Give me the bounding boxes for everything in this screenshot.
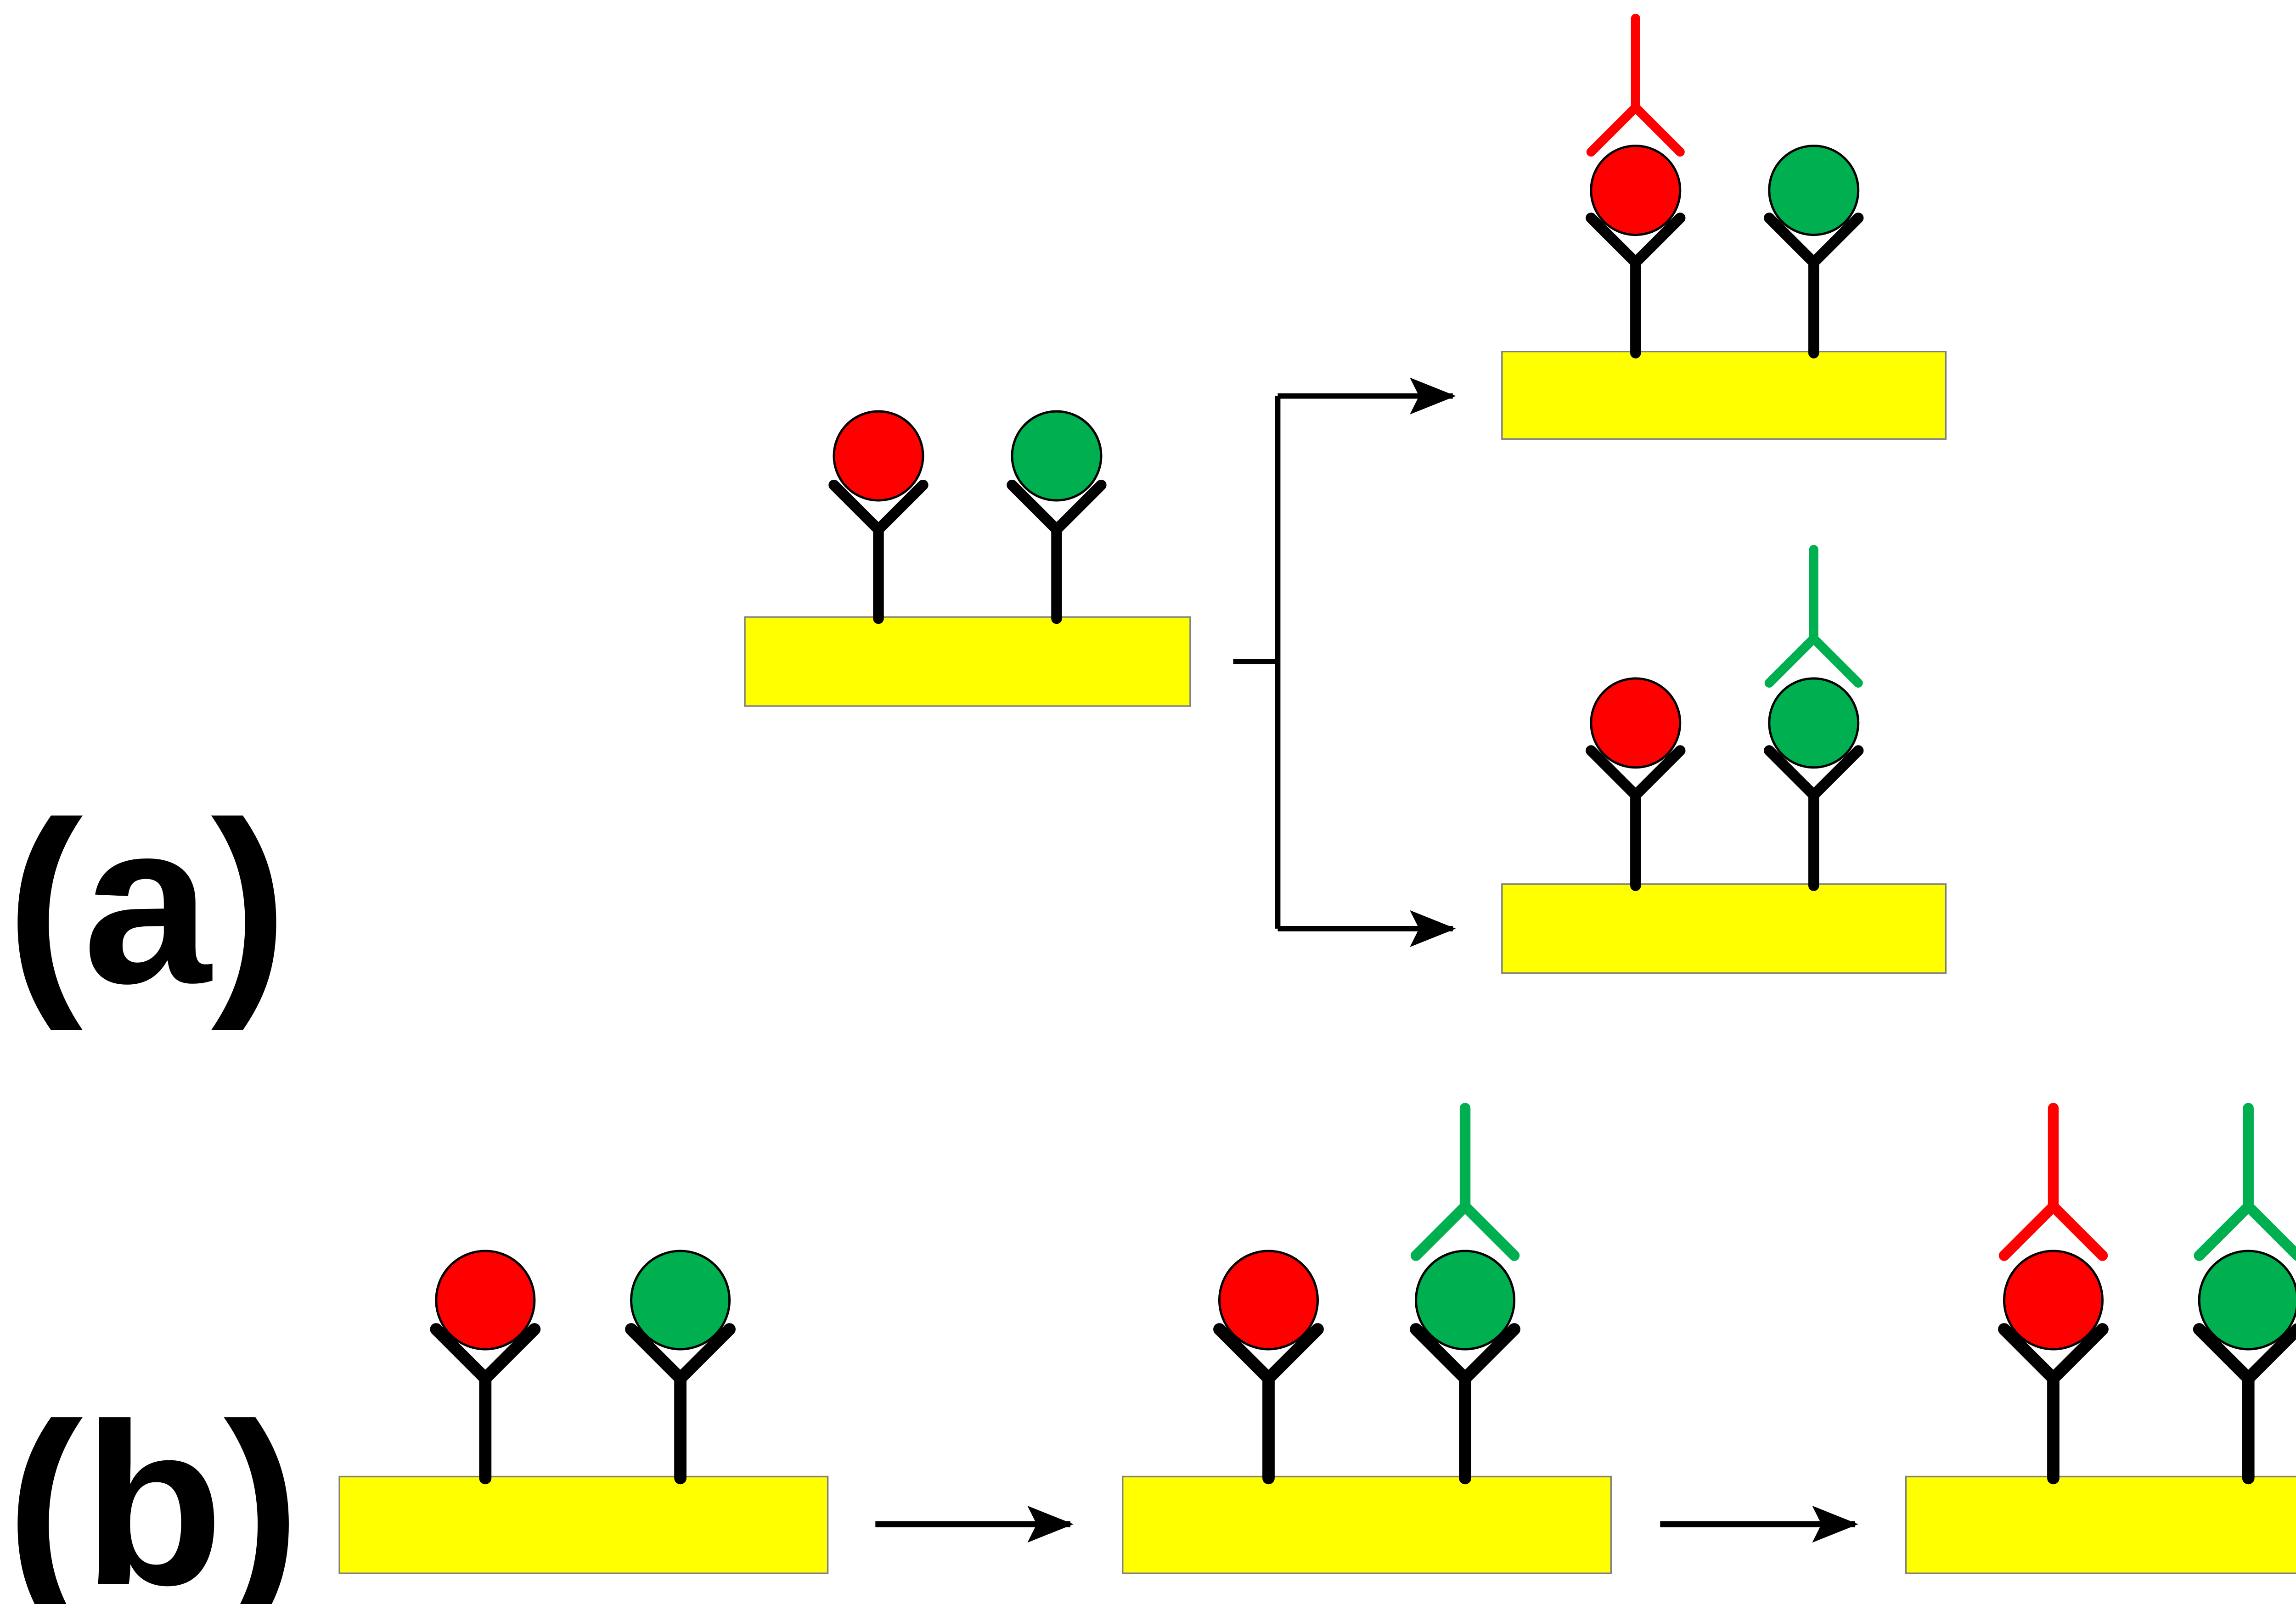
detection-antibody-green	[2194, 1103, 2296, 1261]
antigen-green	[630, 1250, 731, 1351]
capture-antibody	[1213, 1323, 1324, 1485]
antigen-green	[1415, 1250, 1516, 1351]
capture-antibody	[1410, 1323, 1520, 1485]
panel-label-a: (a)	[6, 774, 287, 1033]
substrate-slide	[1122, 1475, 1612, 1574]
antigen-green	[1011, 410, 1103, 502]
capture-antibody	[2193, 1323, 2296, 1485]
antigen-green	[1768, 145, 1860, 236]
substrate-slide	[1501, 350, 1947, 440]
substrate-slide	[338, 1475, 829, 1574]
antigen-red	[833, 410, 924, 502]
panel-label-b: (b)	[6, 1376, 300, 1604]
substrate-slide	[1905, 1475, 2296, 1574]
capture-antibody	[1007, 479, 1107, 624]
antigen-red	[2003, 1250, 2104, 1351]
detection-antibody-green	[1410, 1103, 1520, 1261]
capture-antibody	[1586, 213, 1686, 359]
substrate-slide	[1501, 883, 1947, 974]
capture-antibody	[625, 1323, 736, 1485]
antigen-red	[1218, 1250, 1319, 1351]
capture-antibody	[828, 479, 929, 624]
capture-antibody	[430, 1323, 541, 1485]
panel-b: (b)	[6, 1103, 2296, 1604]
capture-antibody	[1764, 213, 1864, 359]
panel-b-step-2-slide	[1122, 1103, 1612, 1574]
branch-arrow	[1233, 377, 1456, 947]
detection-antibody-green	[1764, 544, 1863, 688]
antigen-red	[1590, 145, 1682, 236]
capture-antibody	[1764, 745, 1864, 891]
panel-a-upper-slide	[1501, 14, 1947, 440]
antigen-red	[1590, 677, 1682, 769]
panel-a-initial-slide	[744, 410, 1191, 707]
substrate-slide	[744, 616, 1191, 707]
panel-b-step-3-slide	[1905, 1103, 2296, 1574]
capture-antibody	[1586, 745, 1686, 891]
detection-antibody-red	[1586, 14, 1685, 157]
antigen-green	[2198, 1250, 2296, 1351]
antigen-red	[435, 1250, 536, 1351]
panel-a-lower-slide	[1501, 544, 1947, 974]
panel-b-step-1-slide	[338, 1250, 829, 1574]
antigen-green	[1768, 677, 1860, 769]
detection-antibody-red	[1998, 1103, 2108, 1261]
panel-a: (a)	[6, 14, 1947, 1033]
capture-antibody	[1998, 1323, 2109, 1485]
